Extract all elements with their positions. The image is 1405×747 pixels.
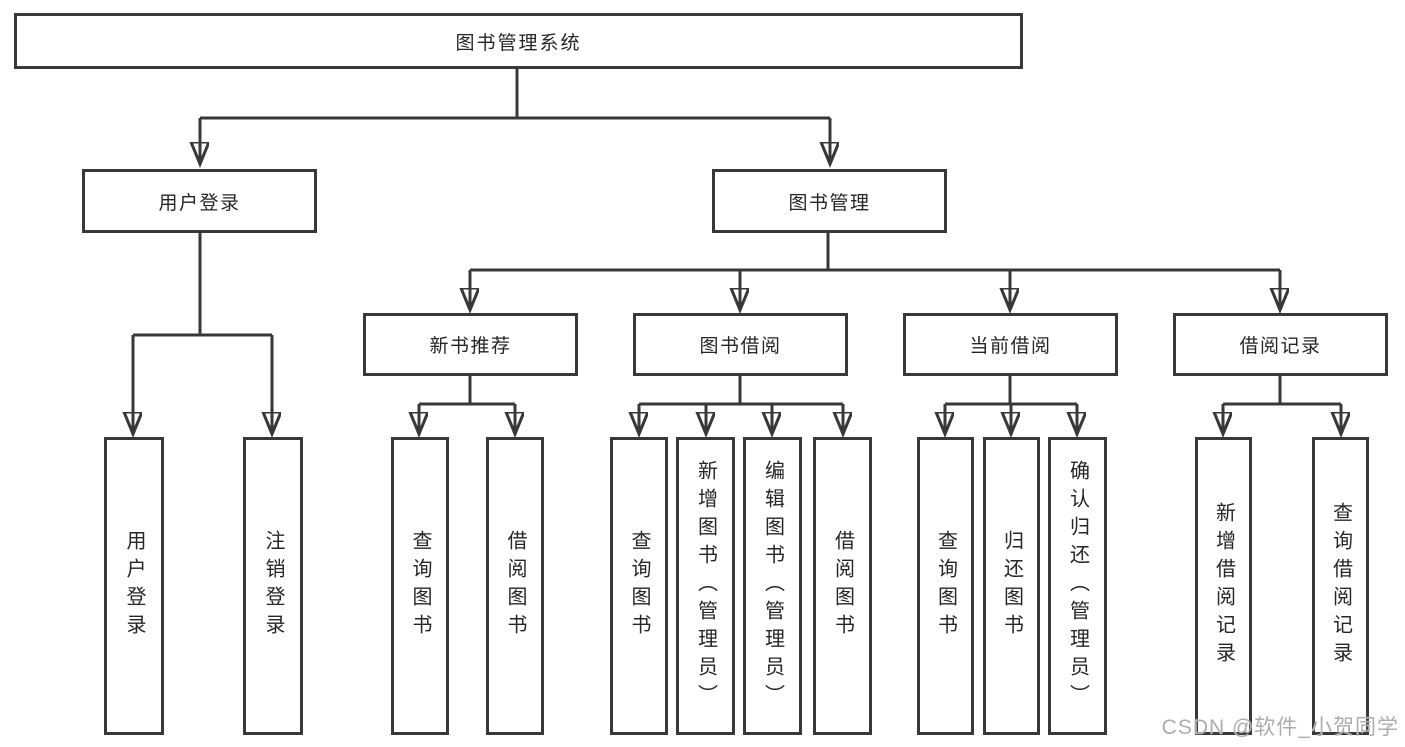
node-root-system: 图书管理系统 — [14, 13, 1023, 69]
node-book-borrowing: 图书借阅 — [633, 313, 848, 376]
leaf-user-login: 用户登录 — [104, 437, 164, 735]
leaf-borrowing-query-books-label: 查询图书 — [628, 530, 650, 642]
leaf-borrowing-borrow-books: 借阅图书 — [813, 437, 872, 735]
leaf-borrowing-query-books: 查询图书 — [610, 437, 668, 735]
node-new-book-recommend: 新书推荐 — [363, 313, 578, 376]
leaf-logout-label: 注销登录 — [262, 530, 284, 642]
node-root-label: 图书管理系统 — [455, 32, 582, 54]
leaf-newbook-query-books-label: 查询图书 — [409, 530, 431, 642]
leaf-borrowing-borrow-books-label: 借阅图书 — [831, 530, 854, 642]
leaf-borrowing-add-books-admin-label: 新增图书（管理员） — [694, 460, 717, 712]
node-current-borrowing-label: 当前借阅 — [969, 336, 1052, 357]
leaf-borrowing-edit-books-admin: 编辑图书（管理员） — [743, 437, 802, 735]
node-current-borrowing: 当前借阅 — [903, 313, 1118, 376]
leaf-current-return-books-label: 归还图书 — [1000, 530, 1023, 642]
leaf-records-add-borrow-record-label: 新增借阅记录 — [1212, 502, 1235, 670]
csdn-watermark: CSDN @软件_小贺同学 — [1161, 716, 1399, 739]
leaf-current-confirm-return-admin-label: 确认归还（管理员） — [1066, 460, 1089, 712]
leaf-user-login-label: 用户登录 — [123, 530, 145, 642]
node-borrowing-records: 借阅记录 — [1173, 313, 1388, 376]
node-user-login-label: 用户登录 — [158, 192, 241, 214]
leaf-records-query-borrow-record: 查询借阅记录 — [1312, 437, 1369, 735]
leaf-current-query-books-label: 查询图书 — [934, 530, 957, 642]
leaf-borrowing-edit-books-admin-label: 编辑图书（管理员） — [761, 460, 784, 712]
node-borrowing-records-label: 借阅记录 — [1239, 336, 1322, 357]
spine-lines — [133, 69, 1341, 406]
node-book-management-label: 图书管理 — [788, 192, 871, 214]
leaf-records-query-borrow-record-label: 查询借阅记录 — [1329, 502, 1352, 670]
node-user-login: 用户登录 — [82, 169, 317, 233]
node-new-book-recommend-label: 新书推荐 — [429, 336, 512, 357]
leaf-newbook-query-books: 查询图书 — [391, 437, 449, 735]
leaf-current-confirm-return-admin: 确认归还（管理员） — [1048, 437, 1107, 735]
leaf-newbook-borrow-books-label: 借阅图书 — [504, 530, 526, 642]
leaf-records-add-borrow-record: 新增借阅记录 — [1195, 437, 1252, 735]
leaf-borrowing-add-books-admin: 新增图书（管理员） — [676, 437, 735, 735]
node-book-management: 图书管理 — [712, 169, 947, 233]
node-book-borrowing-label: 图书借阅 — [699, 336, 782, 357]
leaf-newbook-borrow-books: 借阅图书 — [486, 437, 544, 735]
leaf-current-return-books: 归还图书 — [983, 437, 1040, 735]
leaf-current-query-books: 查询图书 — [917, 437, 974, 735]
leaf-logout: 注销登录 — [243, 437, 303, 735]
